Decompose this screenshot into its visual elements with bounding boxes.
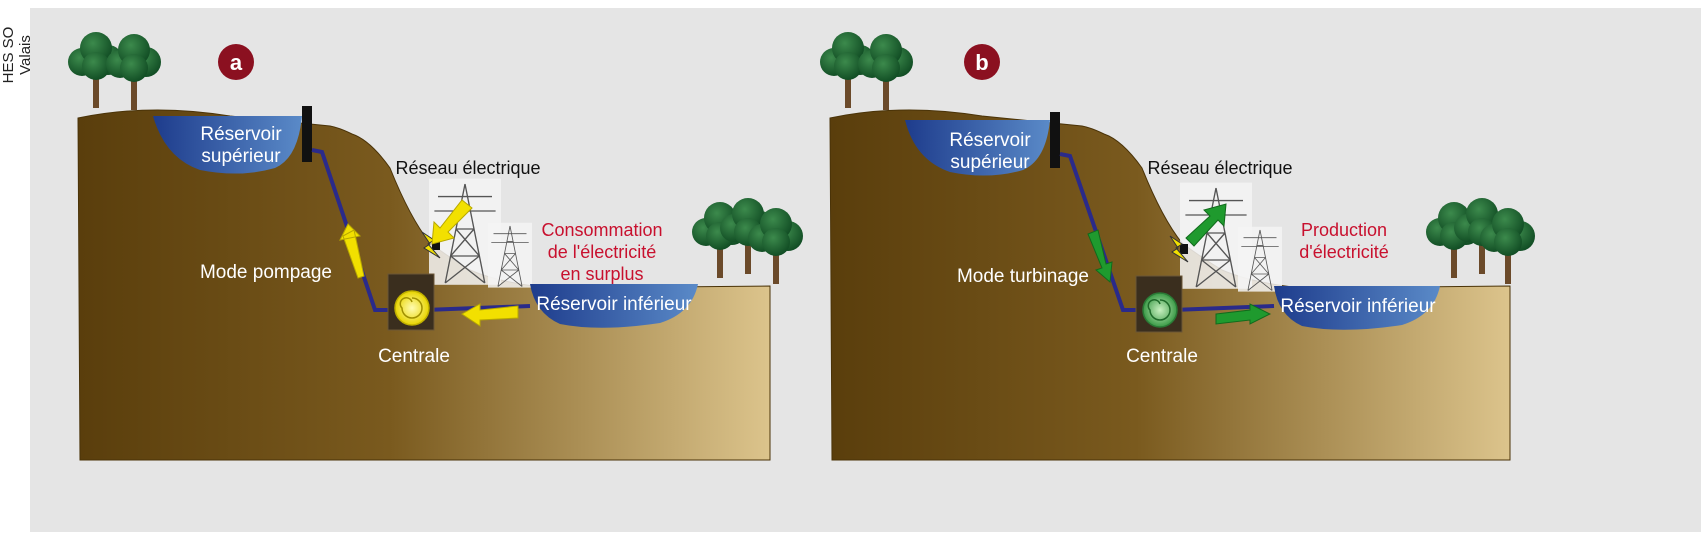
lower-reservoir-b — [1274, 286, 1440, 330]
flow-arrow-up-icon — [339, 223, 365, 279]
tree-icon — [858, 34, 913, 110]
plant-label: Centrale — [1126, 346, 1198, 367]
lower-reservoir-label: Réservoir inférieur — [536, 294, 692, 315]
power-arrow-in-icon — [431, 199, 473, 245]
upper-reservoir-b — [905, 120, 1050, 176]
energy-label: d'électricité — [1299, 242, 1388, 262]
dam-a — [302, 106, 312, 162]
panel-a: a Réservoir supérieur Réseau électrique … — [68, 32, 803, 461]
mode-label: Mode turbinage — [957, 266, 1089, 287]
tree-icon — [106, 34, 161, 110]
diagram-svg: a Réservoir supérieur Réseau électrique … — [68, 32, 1535, 461]
turbine-icon — [1142, 292, 1178, 328]
panel-b: b Réservoir supérieur Réseau électrique … — [820, 32, 1535, 461]
flow-arrow-left-icon — [461, 303, 519, 327]
energy-label: Consommation — [541, 220, 662, 240]
svg-text:a: a — [230, 50, 243, 75]
energy-label: de l'électricité — [548, 242, 656, 262]
grid-label: Réseau électrique — [395, 158, 540, 178]
energy-label: en surplus — [560, 264, 643, 284]
dam-b — [1050, 112, 1060, 168]
upper-reservoir-label: Réservoir — [949, 130, 1031, 151]
flow-arrow-down-icon — [1087, 229, 1113, 284]
flow-arrow-right-icon — [1215, 303, 1272, 325]
power-pylon-icon — [1238, 226, 1282, 292]
upper-reservoir-label: Réservoir — [200, 124, 282, 145]
upper-reservoir-a — [153, 116, 302, 174]
plant-label: Centrale — [378, 346, 450, 367]
mode-label: Mode pompage — [200, 262, 332, 283]
grid-connection-b — [1180, 244, 1188, 254]
lower-reservoir-label: Réservoir inférieur — [1280, 296, 1436, 317]
credit-label: HES SO Valais — [0, 26, 34, 84]
grid-label: Réseau électrique — [1147, 158, 1292, 178]
lower-reservoir-a — [530, 284, 698, 328]
grid-connection-a — [432, 240, 440, 250]
panel-badge-b: b — [964, 44, 1000, 80]
power-pylon-icon — [488, 222, 532, 288]
turbine-icon — [394, 290, 430, 326]
lightning-icon — [1169, 235, 1189, 263]
svg-text:b: b — [975, 50, 988, 75]
power-arrow-out-icon — [1185, 203, 1227, 247]
penstock-b — [1059, 152, 1275, 312]
upper-reservoir-label: supérieur — [950, 152, 1030, 173]
upper-reservoir-label: supérieur — [201, 146, 281, 167]
penstock-a — [311, 148, 531, 312]
energy-label: Production — [1301, 220, 1387, 240]
panel-badge-a: a — [218, 44, 254, 80]
diagram-canvas: a Réservoir supérieur Réseau électrique … — [30, 8, 1701, 532]
